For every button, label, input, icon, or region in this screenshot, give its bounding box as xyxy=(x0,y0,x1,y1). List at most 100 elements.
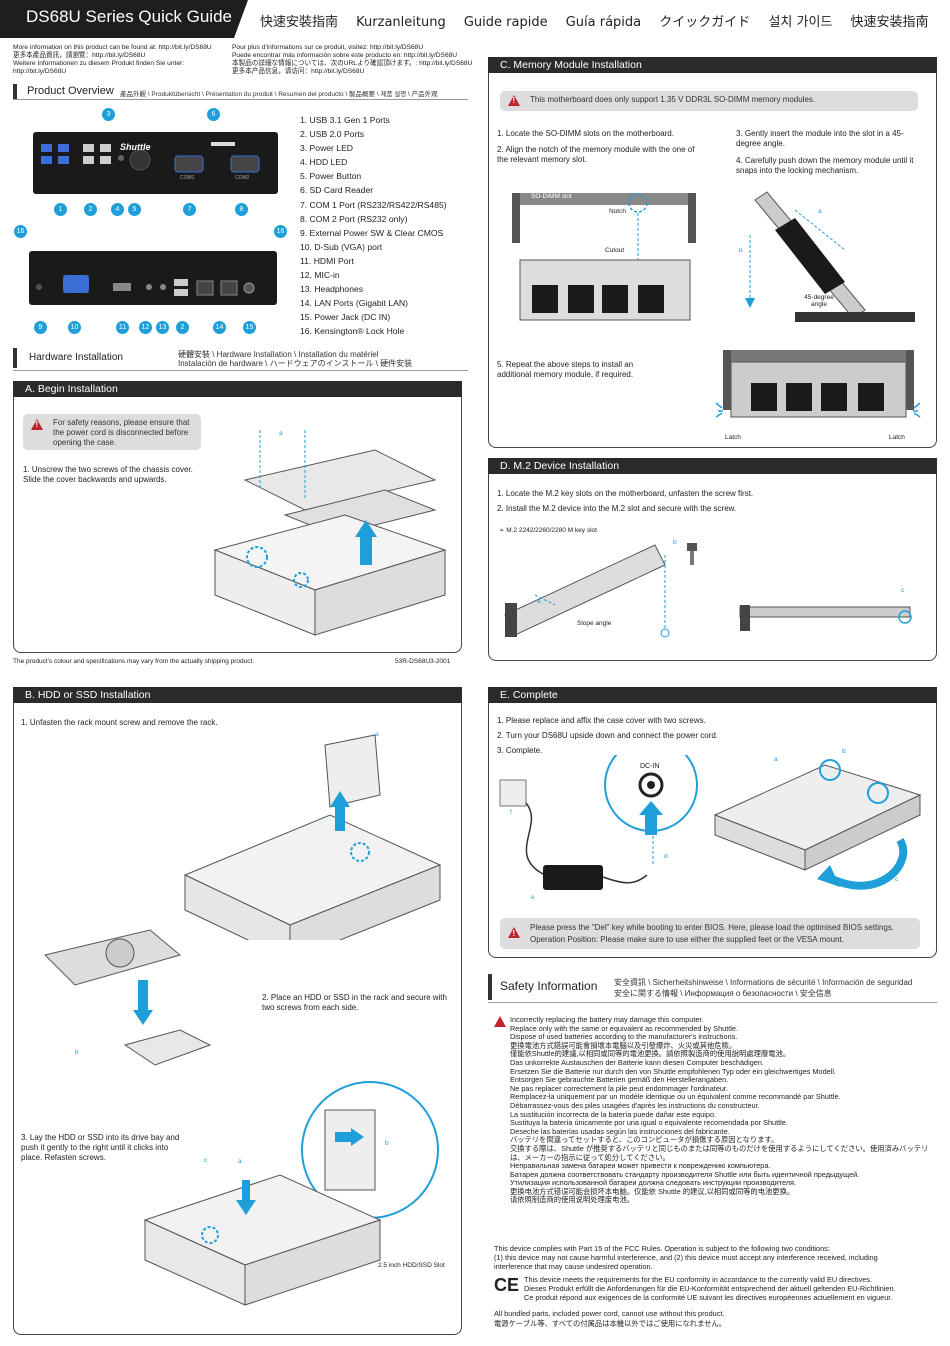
rear-panel-illustration xyxy=(29,251,277,305)
step-label-a: a xyxy=(818,208,822,215)
port-item: 14. LAN Ports (Gigabit LAN) xyxy=(300,298,408,309)
safety-line: Das unkorrekte Austauschen der Batterie … xyxy=(510,1057,764,1067)
port-item: 6. SD Card Reader xyxy=(300,185,374,196)
lang-title: クイックガイド xyxy=(659,15,751,30)
hardware-title: Hardware Installation xyxy=(29,352,123,363)
marker-6: 6 xyxy=(207,108,220,121)
latch-label: Latch xyxy=(725,434,741,441)
port-item: 2. USB 2.0 Ports xyxy=(300,129,365,140)
warning-icon xyxy=(494,1016,506,1027)
overview-title: Product Overview xyxy=(27,85,114,97)
marker-16: 16 xyxy=(14,225,27,238)
warning-icon xyxy=(508,95,520,106)
safety-line: Sustituya la batería únicamente por una … xyxy=(510,1118,788,1128)
warning-icon xyxy=(31,419,43,430)
warning-text: Operation Position: Please make sure to … xyxy=(530,935,844,944)
hdd-slot-caption: 2.5 inch HDD/SSD Slot xyxy=(378,1262,445,1269)
step-text: 3. Complete. xyxy=(497,746,543,755)
doc-code: 53R-DS68U3-2001 xyxy=(395,658,451,665)
step-text: 1. Locate the M.2 key slots on the mothe… xyxy=(497,489,754,498)
rack-removal-illustration xyxy=(183,734,442,940)
ce-mark: CE xyxy=(494,1275,520,1295)
step-label-c: c xyxy=(901,587,905,594)
marker-1: 1 xyxy=(54,203,67,216)
info-line: Weitere Informationen zu diesem Produkt … xyxy=(13,60,185,67)
step-text: 3. Gently insert the module into the slo… xyxy=(736,129,904,148)
step-text: 2. Turn your DS68U upside down and conne… xyxy=(497,731,719,740)
step-text: 3. Lay the HDD or SSD into its drive bay… xyxy=(21,1133,180,1162)
fcc-line: (1) this device may not cause harmful in… xyxy=(494,1252,878,1262)
marker-7: 7 xyxy=(183,203,196,216)
angle-label: 45-degree angle xyxy=(804,294,834,308)
info-right: Pour plus d'informations sur ce produit,… xyxy=(232,44,472,76)
m2-illustration xyxy=(504,543,912,638)
section-b-header: B. HDD or SSD Installation xyxy=(13,687,462,703)
marker-8: 8 xyxy=(235,203,248,216)
port-item: 11. HDMI Port xyxy=(300,255,354,266)
marker-14: 14 xyxy=(213,321,226,334)
safety-subtitle-1: 安全資訊 \ Sicherheitshinweise \ Information… xyxy=(614,978,913,987)
section-marker xyxy=(13,84,17,100)
port-item: 8. COM 2 Port (RS232 only) xyxy=(300,213,408,224)
battery-warning-text: Incorrectly replacing the battery may da… xyxy=(510,1015,930,1205)
safety-line: Incorrectly replacing the battery may da… xyxy=(510,1015,704,1024)
com1-label: COM1 xyxy=(180,175,195,181)
com2-label: COM2 xyxy=(235,175,250,181)
info-line: More information on this product can be … xyxy=(13,44,212,51)
divider xyxy=(488,1002,937,1003)
latch-illustration xyxy=(715,350,921,418)
insert-45-illustration xyxy=(745,191,915,322)
bundle-line: 電源ケーブル等、すべての付属品は本機以外ではご使用になれません。 xyxy=(494,1318,727,1328)
port-item: 12. MIC-in xyxy=(300,270,340,281)
section-b-box xyxy=(13,703,462,1335)
safety-line: 请依照制造商的使用说明处理废电池。 xyxy=(510,1195,635,1205)
port-item: 13. Headphones xyxy=(300,284,364,295)
info-left: More information on this product can be … xyxy=(13,44,212,76)
warning-text: For safety reasons, please ensure that t… xyxy=(53,418,190,447)
safety-line: Débarrassez-vous des piles usagées d'apr… xyxy=(510,1100,760,1110)
marker-12: 12 xyxy=(139,321,152,334)
section-e-box xyxy=(488,703,937,958)
slope-angle-label: Slope angle xyxy=(577,620,612,627)
port-item: 5. Power Button xyxy=(300,171,362,182)
section-marker xyxy=(488,974,492,1000)
step-text: 1. Unscrew the two screws of the chassis… xyxy=(23,465,193,484)
safety-line: Утилизация использованной батареи должна… xyxy=(510,1178,796,1188)
fcc-line: interference that may cause undesired op… xyxy=(494,1261,653,1271)
safety-line: Replace only with the same or equivalent… xyxy=(510,1023,738,1033)
lang-title: Guía rápida xyxy=(565,15,642,30)
divider xyxy=(13,99,468,100)
step-text: 2. Align the notch of the memory module … xyxy=(497,145,695,164)
chassis-cover-illustration xyxy=(213,430,447,636)
safety-line: 更换电池方式错误可能会损坏本电脑。仅能依 Shuttle 的建议,以相同或同等的… xyxy=(510,1186,795,1196)
language-titles: 快速安裝指南 Kurzanleitung Guide rapide Guía r… xyxy=(260,11,943,30)
info-line: 更多本產品資訊，請瀏覽：http://bit.ly/DS68U xyxy=(13,52,146,59)
ce-line: Dieses Produkt erfüllt die Anforderungen… xyxy=(524,1283,896,1293)
section-d-box xyxy=(488,474,937,661)
memory-warning: This motherboard does only support 1.35 … xyxy=(500,91,918,111)
info-line: 更多本产品信息，请访问：http://bit.ly/DS68U xyxy=(232,68,365,75)
step-text: 2. Install the M.2 device into the M.2 s… xyxy=(497,504,737,513)
port-item: 15. Power Jack (DC IN) xyxy=(300,312,391,323)
step-label-a: a xyxy=(238,1158,242,1165)
dc-in-label: DC-IN xyxy=(640,763,660,770)
hdd-bay-illustration xyxy=(143,1081,439,1306)
safety-subtitle-2: 安全に関する情報 \ Информация о безопасности \ 安… xyxy=(614,989,832,998)
port-item: 10. D-Sub (VGA) port xyxy=(300,241,383,252)
safety-line: 僅能依Shuttle的建議,以相同或同等的電池更換。請依照製造商的使用說明處理廢… xyxy=(510,1049,791,1059)
info-line: 本製品の詳細な情報については、次のURLより確認頂けます。: http://bi… xyxy=(232,60,473,67)
step-label-a: a xyxy=(279,430,283,437)
overview-subtitle: 產品外觀 \ Produktübersicht \ Présentation d… xyxy=(120,91,438,98)
hardware-subtitle-1: 硬體安裝 \ Hardware Installation \ Installat… xyxy=(178,350,379,359)
cutout-label: Cutout xyxy=(605,247,625,254)
section-c-header: C. Memory Module Installation xyxy=(488,57,937,73)
safety-line: Ersetzen Sie die Batterie nur durch den … xyxy=(510,1066,836,1076)
port-list: 1. USB 3.1 Gen 1 Ports 2. USB 2.0 Ports … xyxy=(300,113,447,339)
page-title: DS68U Series Quick Guide xyxy=(26,7,232,26)
marker-11: 11 xyxy=(116,321,129,334)
warning-text: Please press the "Del" key while booting… xyxy=(530,923,895,932)
footer-note: The product's colour and specifications … xyxy=(13,658,255,665)
step-label-b: b xyxy=(361,544,365,551)
page-header: DS68U Series Quick Guide 快速安裝指南 Kurzanle… xyxy=(0,0,950,38)
step-label-b: b xyxy=(75,1049,79,1056)
